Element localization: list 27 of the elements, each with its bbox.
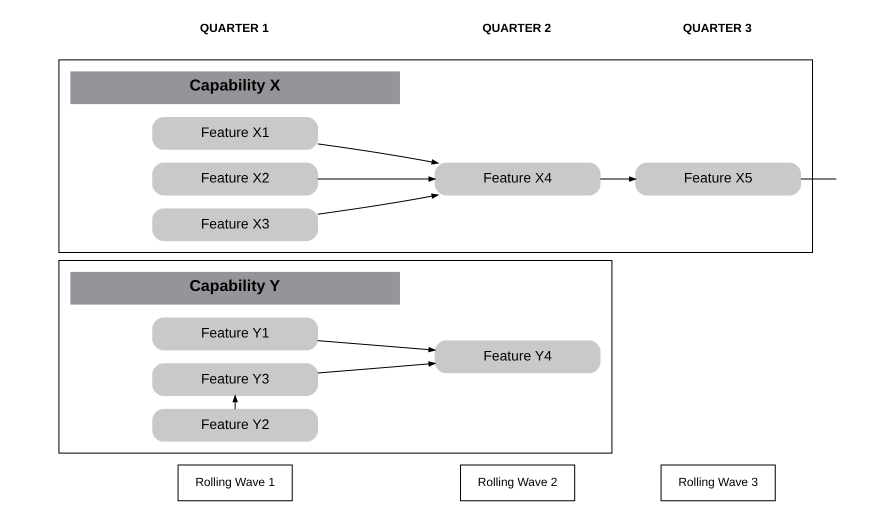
node-box: Feature X1: [152, 117, 318, 150]
label: QUARTER 1: [200, 21, 269, 36]
node-box: Feature Y1: [152, 318, 318, 350]
node-box: Feature X5: [635, 162, 802, 196]
node-box: Feature Y4: [434, 340, 601, 374]
node-box: Feature X2: [152, 162, 318, 196]
arrow: [317, 143, 440, 165]
node-box: Feature X4: [434, 162, 601, 196]
node-box: Feature X3: [152, 208, 318, 242]
arrow: [600, 176, 638, 182]
connector: [800, 178, 837, 180]
arrow: [317, 361, 436, 374]
node-box: Rolling Wave 1: [178, 464, 293, 502]
node-box: Capability Y: [70, 272, 400, 305]
node-box: Rolling Wave 3: [660, 464, 776, 502]
arrow: [232, 394, 238, 410]
arrow: [317, 193, 440, 215]
node-box: Feature Y2: [152, 408, 318, 442]
node-box: Rolling Wave 2: [460, 464, 576, 502]
arrow: [317, 176, 436, 182]
label: QUARTER 2: [482, 21, 552, 36]
node-box: Capability X: [70, 71, 400, 104]
arrow: [317, 340, 436, 352]
cluster: [58, 59, 813, 254]
label: QUARTER 3: [682, 21, 752, 36]
node-box: Feature Y3: [152, 363, 318, 396]
cluster: [58, 260, 612, 454]
